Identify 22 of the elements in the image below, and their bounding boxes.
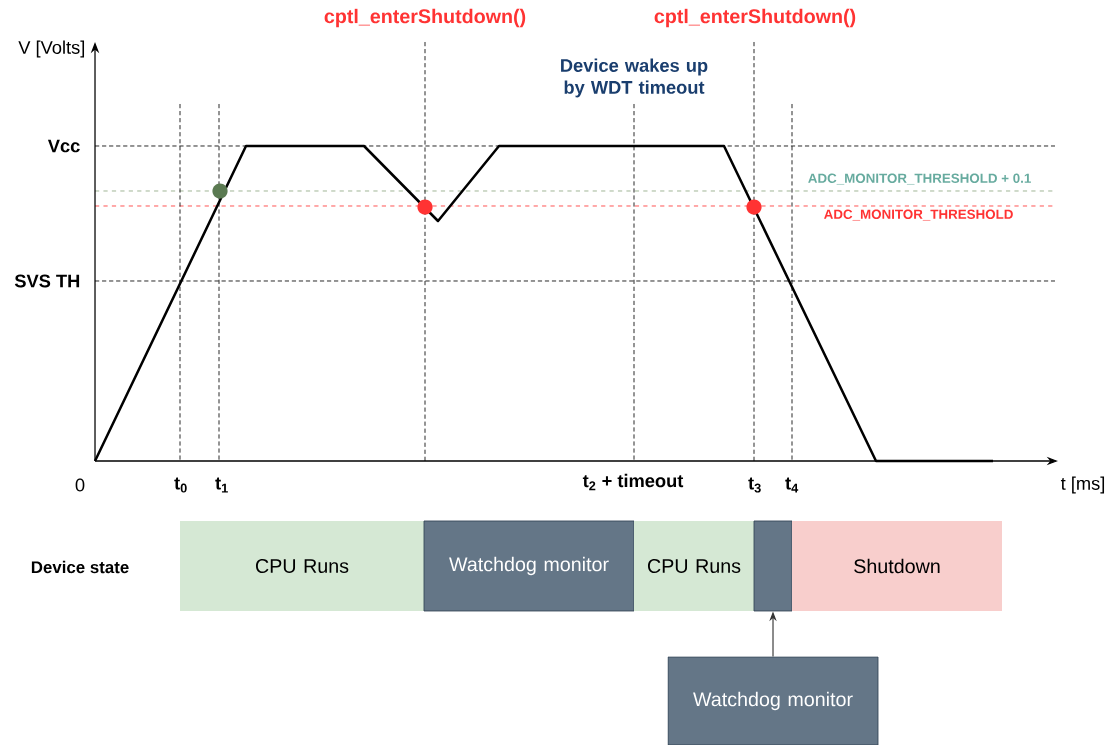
annotation-text: Device wakes up by WDT timeout xyxy=(561,58,708,98)
state-bar xyxy=(753,520,793,612)
state-bar: Watchdog monitor xyxy=(667,656,879,745)
tick-label: t$_{2}$ + timeout xyxy=(582,473,684,491)
axis-label: t [ms] xyxy=(1060,476,1105,494)
threshold-label: ADC_MONITOR_THRESHOLD xyxy=(824,209,1013,221)
state-bar: CPU Runs xyxy=(634,521,754,611)
tick-label: t$_{1}$ xyxy=(215,477,228,493)
level-label: SVS TH xyxy=(14,274,80,288)
function-label: cptl_enterShutdown() xyxy=(654,8,856,28)
row-label: Device state xyxy=(31,560,129,574)
function-label: cptl_enterShutdown() xyxy=(324,8,526,28)
threshold-label: ADC_MONITOR_THRESHOLD + 0.1 xyxy=(808,173,1031,185)
axis-label: V [Volts] xyxy=(18,40,84,58)
tick-label: 0 xyxy=(75,478,85,492)
state-bar: CPU Runs xyxy=(180,521,424,611)
state-bar: Shutdown xyxy=(792,521,1002,611)
tick-label: t$_{3}$ xyxy=(748,477,761,493)
tick-label: t$_{0}$ xyxy=(174,477,187,493)
tick-label: t$_{4}$ xyxy=(785,477,799,493)
level-label: Vcc xyxy=(47,139,80,153)
state-bar: Watchdog monitor xyxy=(423,520,635,612)
